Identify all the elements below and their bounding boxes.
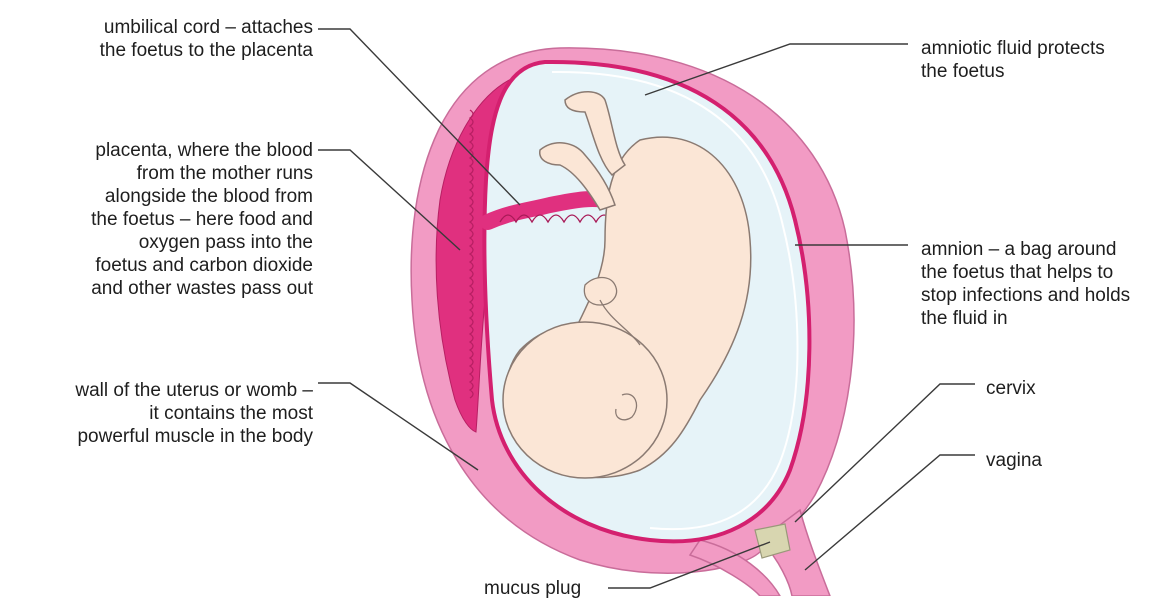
foetus-head xyxy=(503,322,667,478)
umbilical-cord-label: umbilical cord – attaches the foetus to … xyxy=(20,16,313,62)
amniotic-fluid-label: amniotic fluid protects the foetus xyxy=(921,37,1105,83)
leader-vagina xyxy=(805,455,975,570)
mucus-plug-label: mucus plug xyxy=(484,577,581,600)
placenta-label: placenta, where the blood from the mothe… xyxy=(20,139,313,300)
cervix-label: cervix xyxy=(986,377,1036,400)
amnion-label: amnion – a bag around the foetus that he… xyxy=(921,238,1130,330)
vagina-label: vagina xyxy=(986,449,1042,472)
uterus-wall-label: wall of the uterus or womb – it contains… xyxy=(0,379,313,448)
